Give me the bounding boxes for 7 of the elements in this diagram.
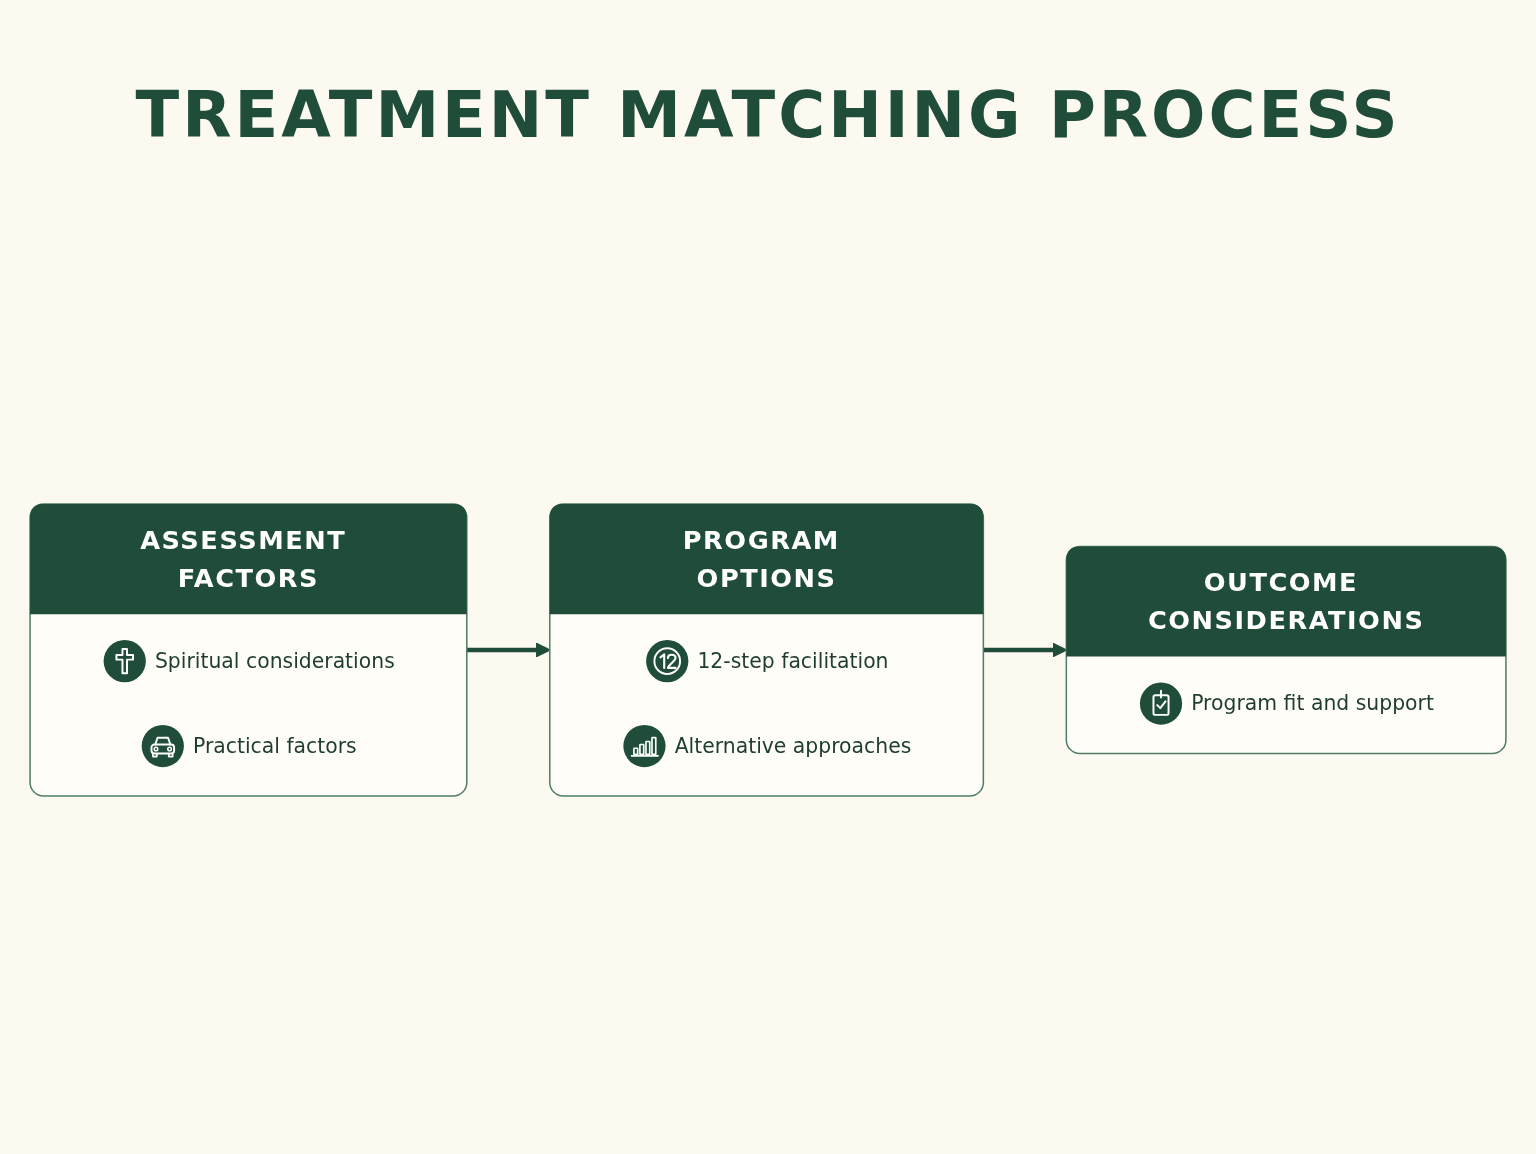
node-label: Practical factors [192, 733, 357, 758]
arrow [983, 642, 1067, 658]
node-label: Spiritual considerations [154, 648, 395, 673]
node-label: Program fit and support [1191, 691, 1434, 715]
title: TREATMENT MATCHING PROCESS [135, 80, 1401, 151]
node-label: Alternative approaches [674, 733, 912, 758]
node-label: 12-step facilitation [697, 648, 889, 673]
